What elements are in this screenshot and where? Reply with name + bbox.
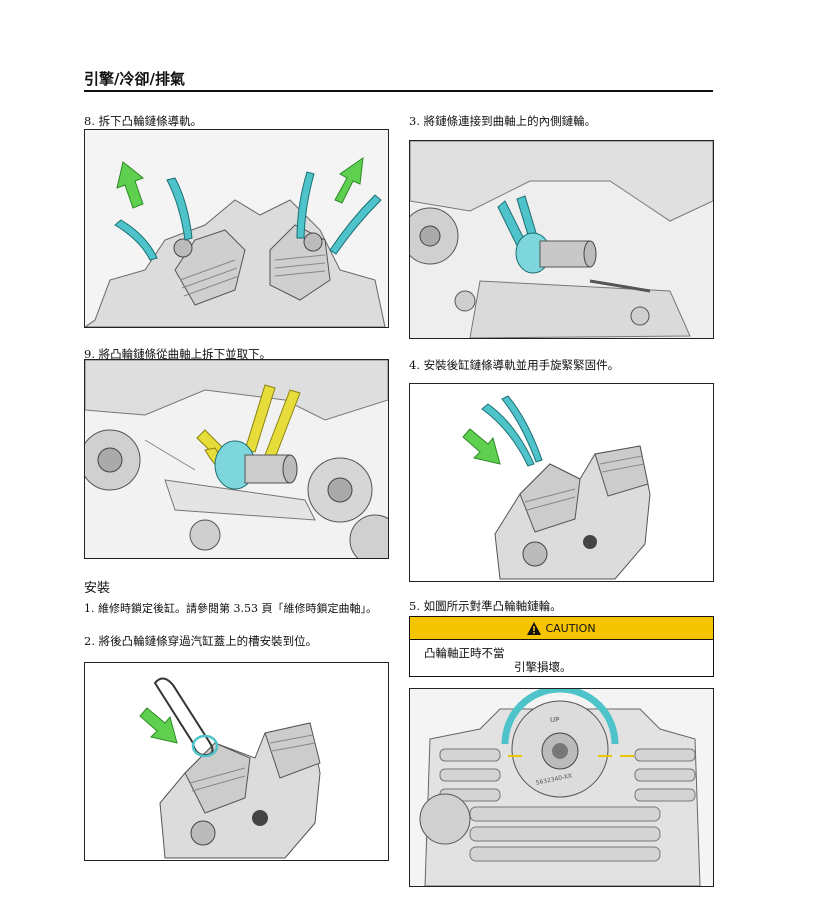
page-title: 引擎/冷卻/排氣 (84, 70, 185, 88)
step-9-text: 9. 將凸輪鏈條從曲軸上拆下並取下。 (84, 347, 272, 361)
header-rule (84, 90, 713, 92)
figure-attach-chain (409, 140, 714, 339)
figure-remove-chain (84, 359, 389, 559)
step-3-text: 3. 將鏈條連接到曲軸上的內側鏈輪。 (409, 114, 597, 128)
green-arrow-left (116, 161, 144, 209)
caution-line-2: 引擎損壞。 (514, 660, 572, 674)
step-8-text: 8. 拆下凸輪鏈條導軌。 (84, 114, 203, 128)
inner-sprocket-illustration (410, 141, 713, 338)
green-arrow-right (334, 156, 364, 204)
figure-remove-guides (84, 129, 389, 328)
rear-guide-illustration (410, 384, 713, 581)
step-5-text: 5. 如圖所示對準凸輪軸鏈輪。 (409, 599, 562, 613)
warning-triangle-icon (527, 621, 542, 635)
install-heading: 安裝 (84, 581, 111, 596)
engine-chain-install-illustration (85, 663, 388, 860)
step-4-text: 4. 安裝後缸鏈條導軌並用手旋緊緊固件。 (409, 358, 620, 372)
install-step-2-text: 2. 將後凸輪鏈條穿過汽缸蓋上的槽安裝到位。 (84, 634, 318, 648)
engine-guides-illustration (85, 130, 388, 327)
caution-box: CAUTION 凸輪軸正時不當 引擎損壞。 (409, 616, 714, 677)
crankshaft-chain-illustration (85, 360, 388, 558)
green-arrow-install (139, 707, 178, 744)
up-marking: UP (550, 716, 559, 724)
figure-install-guide (409, 383, 714, 582)
install-step-1-text: 1. 維修時鎖定後缸。請參閱第 3.53 頁「維修時鎖定曲軸」。 (84, 602, 377, 615)
figure-install-chain (84, 662, 389, 861)
caution-line-1: 凸輪軸正時不當 (424, 646, 505, 660)
figure-align-sprocket: UP 5632340-XX (409, 688, 714, 887)
camshaft-sprocket-illustration: UP 5632340-XX (410, 689, 713, 886)
caution-label: CAUTION (545, 621, 596, 635)
caution-header: CAUTION (410, 617, 713, 640)
green-arrow-guide (462, 428, 501, 465)
